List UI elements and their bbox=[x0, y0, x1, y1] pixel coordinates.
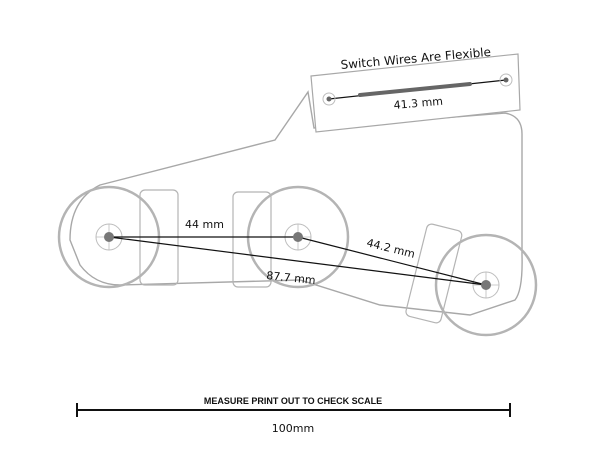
component-plate-right bbox=[405, 223, 463, 324]
board-outline bbox=[69, 90, 523, 316]
pot-wheel-right bbox=[434, 233, 538, 337]
switch-wire bbox=[322, 73, 513, 106]
scale-length-label: 100mm bbox=[272, 422, 314, 435]
distance-label-87-7mm: 87.7 mm bbox=[266, 269, 317, 287]
switch-label-box bbox=[310, 53, 521, 133]
pot-center-left bbox=[104, 232, 114, 242]
component-plate-middle bbox=[232, 191, 272, 288]
pot-center-middle bbox=[293, 232, 303, 242]
measure-line-44-2mm bbox=[297, 236, 487, 286]
distance-label-44-2mm: 44.2 mm bbox=[365, 236, 416, 261]
switch-length-label: 41.3 mm bbox=[393, 95, 443, 112]
measure-line-87-7mm bbox=[108, 236, 487, 286]
pot-center-right bbox=[481, 280, 491, 290]
scale-bar bbox=[76, 403, 511, 417]
distance-label-44mm: 44 mm bbox=[185, 218, 224, 231]
scale-caption: MEASURE PRINT OUT TO CHECK SCALE bbox=[204, 396, 382, 406]
